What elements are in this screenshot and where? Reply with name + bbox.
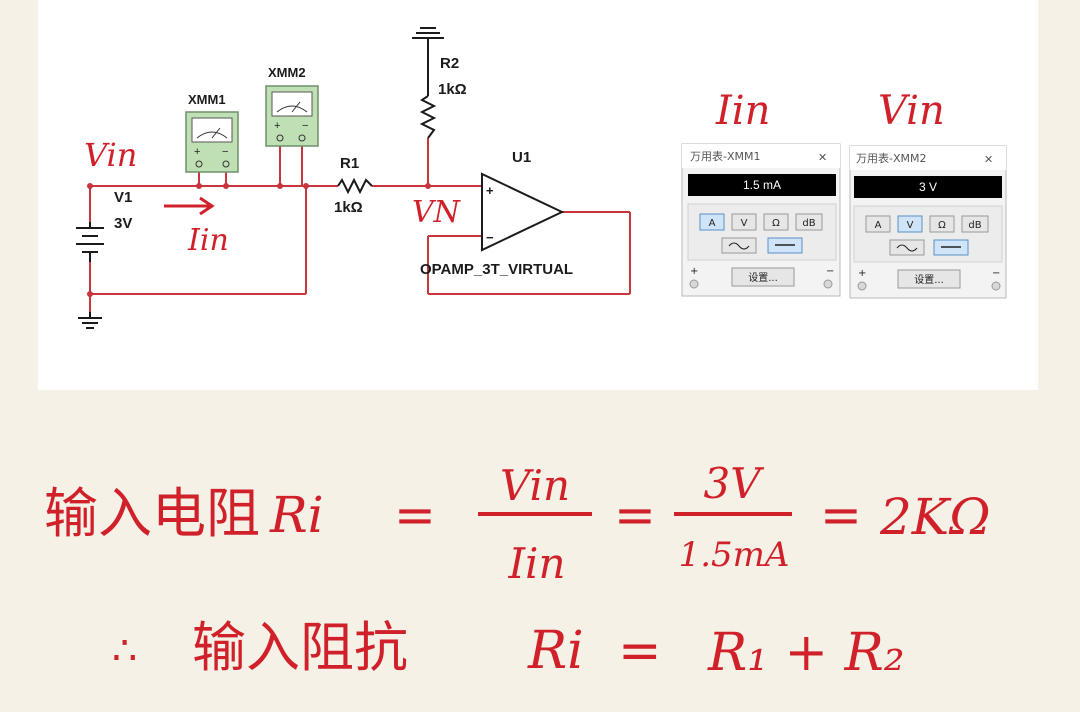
panel1-close-icon[interactable]: ✕	[818, 151, 827, 164]
current-arrow	[164, 196, 215, 216]
v1-name: V1	[114, 189, 132, 206]
xmm1-label: XMM1	[188, 92, 226, 107]
panel2-mode-v-button[interactable]: V	[897, 215, 923, 233]
r1-value: 1kΩ	[334, 199, 363, 216]
svg-text:设置...: 设置...	[748, 272, 778, 284]
panel2-title: 万用表-XMM2	[856, 151, 927, 165]
junction-dots	[87, 183, 431, 297]
resistor-r2	[419, 95, 437, 139]
panel1-plus-jack	[689, 279, 699, 289]
multimeter-panel-xmm2: 万用表-XMM2 ✕ 3 V A V Ω dB	[849, 145, 1007, 299]
svg-text:dB: dB	[802, 218, 815, 229]
input-impedance-label: 输入阻抗	[192, 616, 408, 679]
panel2-plus-jack	[857, 281, 867, 291]
equation-line-1: 输入电阻 Ri = Vin Iin = 3V 1.5mA = 2KΩ	[44, 459, 991, 588]
xmm2-minus-terminal: −	[302, 120, 308, 132]
multimeter-xmm2[interactable]: + −	[265, 85, 319, 147]
svg-text:Ω: Ω	[772, 218, 780, 229]
opamp-name: U1	[512, 149, 531, 166]
frac2-numerator: 3V	[703, 459, 764, 508]
panel1-settings-button[interactable]: 设置...	[731, 267, 795, 287]
xmm1-plus-terminal: +	[194, 146, 200, 158]
panel1-title: 万用表-XMM1	[690, 149, 761, 163]
panel2-mode-ohm-button[interactable]: Ω	[929, 215, 955, 233]
svg-text:V: V	[907, 220, 914, 231]
svg-text:A: A	[709, 218, 716, 229]
svg-text:Ω: Ω	[938, 220, 946, 231]
panel1-mode-ohm-button[interactable]: Ω	[763, 213, 789, 231]
svg-text:设置...: 设置...	[914, 274, 944, 286]
opamp-u1: + −	[481, 172, 565, 252]
panel1-mode-v-button[interactable]: V	[731, 213, 757, 231]
ri-symbol-2: Ri	[527, 621, 584, 681]
panel1-minus-terminal: −	[826, 266, 834, 277]
panel2-close-icon[interactable]: ✕	[984, 153, 993, 166]
v1-value: 3V	[114, 215, 132, 232]
frac1-numerator: Vin	[500, 461, 570, 510]
annotation-vn: VN	[412, 195, 462, 230]
multimeter-xmm1[interactable]: + −	[185, 111, 239, 173]
frac2-denominator: 1.5mA	[679, 535, 790, 575]
equals-3: =	[820, 486, 862, 544]
panel2-mode-db-button[interactable]: dB	[961, 215, 989, 233]
annotation-vin-left: Vin	[84, 136, 137, 174]
opamp-plus-label: +	[486, 183, 494, 198]
r1-name: R1	[340, 155, 359, 172]
svg-text:V: V	[741, 218, 748, 229]
equation-line-2: ∴ 输入阻抗 Ri = R₁ + R₂	[112, 616, 905, 683]
opamp-model: OPAMP_3T_VIRTUAL	[420, 261, 573, 278]
panel2-dc-button[interactable]	[933, 239, 969, 256]
annotation-iin-top: Iin	[715, 88, 770, 134]
opamp-minus-label: −	[486, 230, 494, 245]
resistor-r1	[337, 177, 373, 195]
panel2-minus-jack	[991, 281, 1001, 291]
panel1-minus-jack	[823, 279, 833, 289]
panel1-dc-button[interactable]	[767, 237, 803, 254]
frac1-denominator: Iin	[507, 539, 565, 588]
input-resistance-label: 输入电阻	[44, 482, 260, 545]
ground-symbol-bottom	[78, 312, 102, 329]
panel1-ac-button[interactable]	[721, 237, 757, 254]
panel2-mode-a-button[interactable]: A	[865, 215, 891, 233]
sum-r1-r2: R₁ + R₂	[707, 623, 905, 683]
xmm2-label: XMM2	[268, 65, 306, 80]
ground-symbol-top	[412, 27, 444, 96]
panel1-plus-terminal: +	[690, 266, 698, 277]
svg-text:A: A	[875, 220, 882, 231]
r2-name: R2	[440, 55, 459, 72]
r2-value: 1kΩ	[438, 81, 467, 98]
panel2-plus-terminal: +	[858, 268, 866, 279]
annotation-vin-top: Vin	[878, 88, 945, 134]
panel1-reading: 1.5 mA	[743, 178, 781, 192]
battery-v1	[76, 222, 104, 262]
xmm2-plus-terminal: +	[274, 120, 280, 132]
xmm1-minus-terminal: −	[222, 146, 228, 158]
result-value: 2KΩ	[879, 488, 991, 546]
multimeter-panel-xmm1: 万用表-XMM1 ✕ 1.5 mA A V Ω dB	[681, 143, 841, 297]
panel2-minus-terminal: −	[992, 268, 1000, 279]
panel2-settings-button[interactable]: 设置...	[897, 269, 961, 289]
ri-symbol: Ri	[269, 486, 324, 544]
annotation-iin-arrow: Iin	[187, 223, 229, 258]
equals-4: =	[618, 621, 662, 681]
panel2-display	[854, 176, 1002, 198]
panel2-ac-button[interactable]	[889, 239, 925, 256]
therefore-symbol: ∴	[112, 628, 137, 674]
svg-text:dB: dB	[968, 220, 981, 231]
panel1-mode-a-button[interactable]: A	[699, 213, 725, 231]
equals-2: =	[614, 486, 656, 544]
equals-1: =	[394, 486, 436, 544]
panel1-mode-db-button[interactable]: dB	[795, 213, 823, 231]
panel2-reading: 3 V	[919, 180, 937, 194]
panel1-display	[688, 174, 836, 196]
